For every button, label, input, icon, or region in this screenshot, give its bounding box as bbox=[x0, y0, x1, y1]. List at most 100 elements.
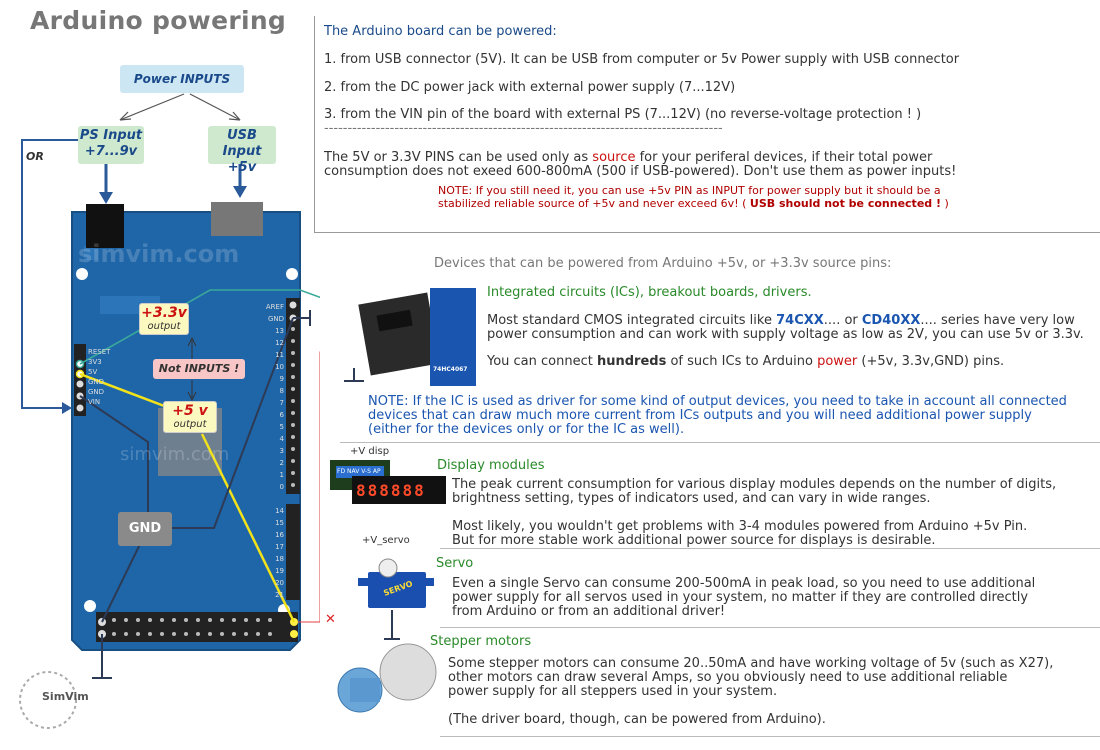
seven-seg-text: 888888 bbox=[356, 481, 426, 500]
mount-hole bbox=[84, 600, 96, 612]
right-pin-labels-2: 14 15 16 17 18 19 20 21 bbox=[264, 505, 284, 601]
stepper-p-2: other motors can draw several Amps, so y… bbox=[448, 670, 1008, 685]
watermark-2: simvim.com bbox=[120, 444, 230, 465]
mount-hole bbox=[76, 268, 88, 280]
pin-label: 11 bbox=[275, 351, 284, 359]
v5-sub: output bbox=[173, 419, 207, 430]
separator bbox=[340, 442, 1100, 443]
pin-label: 15 bbox=[275, 519, 284, 527]
info-note-1: NOTE: If you still need it, you can use … bbox=[438, 184, 941, 197]
logo-ring bbox=[19, 671, 77, 729]
pin-label: 1 bbox=[279, 471, 284, 479]
text: Most standard CMOS integrated circuits l… bbox=[487, 313, 777, 328]
ics-para-1: Most standard CMOS integrated circuits l… bbox=[487, 313, 1075, 328]
info-item-1: 1. from USB connector (5V). It can be US… bbox=[324, 52, 960, 67]
power-inputs-label: Power INPUTS bbox=[120, 65, 244, 93]
devices-heading: Devices that can be powered from Arduino… bbox=[434, 256, 892, 271]
disp-label: +V disp bbox=[350, 446, 390, 457]
pin-label: AREF bbox=[265, 303, 284, 311]
pin-label: 3V3 bbox=[88, 358, 102, 366]
ps-input-line2: +7...9v bbox=[84, 144, 138, 159]
stepper-title: Stepper motors bbox=[430, 634, 532, 649]
servo-p-2: power supply for all servos used in your… bbox=[452, 590, 1029, 605]
usb-input-line1: USB bbox=[227, 128, 257, 143]
pin-label: 5 bbox=[279, 423, 284, 431]
pin-label: 18 bbox=[275, 555, 284, 563]
info-item-2: 2. from the DC power jack with external … bbox=[324, 80, 736, 95]
ics-note-2: devices that can draw much more current … bbox=[368, 408, 1032, 423]
separator bbox=[440, 627, 1100, 628]
display-p1-1: The peak current consumption for various… bbox=[452, 477, 1057, 492]
text: .... series have very low bbox=[920, 313, 1075, 328]
pin-label: 17 bbox=[275, 543, 284, 551]
info-para: The 5V or 3.3V PINS can be used only as … bbox=[324, 150, 932, 165]
pin-label: RESET bbox=[88, 348, 111, 356]
display-p1-2: brightness setting, types of indicators … bbox=[452, 491, 931, 506]
note-text: stabilized reliable source of +5v and ne… bbox=[438, 197, 750, 210]
stepper-p-3: power supply for all steppers used in yo… bbox=[448, 684, 778, 699]
text: .... or bbox=[823, 313, 862, 328]
stepper-p2: (The driver board, though, can be powere… bbox=[448, 712, 826, 727]
stepper-image bbox=[337, 643, 437, 713]
info-heading: The Arduino board can be powered: bbox=[324, 24, 557, 39]
pin-label: 9 bbox=[279, 375, 284, 383]
separator bbox=[440, 548, 1100, 549]
para-source: source bbox=[592, 150, 636, 165]
servo-image bbox=[358, 558, 434, 640]
para-text: The 5V or 3.3V PINS can be used only as bbox=[324, 150, 593, 165]
usb-input-line2: Input +5v bbox=[222, 144, 262, 175]
pin-label: 19 bbox=[275, 567, 284, 575]
text: You can connect bbox=[487, 354, 597, 369]
display-title: Display modules bbox=[437, 458, 545, 473]
pin-label: 2 bbox=[279, 459, 284, 467]
ics-note-1: NOTE: If the IC is used as driver for so… bbox=[368, 394, 1067, 409]
para-text: for your periferal devices, if their tot… bbox=[635, 150, 933, 165]
servo-p-1: Even a single Servo can consume 200-500m… bbox=[452, 576, 1036, 591]
v33-sub: output bbox=[147, 321, 181, 332]
ics-title: Integrated circuits (ICs), breakout boar… bbox=[487, 285, 812, 300]
page-title: Arduino powering bbox=[30, 6, 287, 35]
display-p2-2: But for more stable work additional powe… bbox=[452, 533, 936, 548]
simvim-logo: SimVim bbox=[42, 690, 89, 703]
right-pin-labels: AREF GND 13 12 11 10 9 8 7 6 5 4 3 2 1 0 bbox=[264, 301, 284, 493]
usb-input-label: USB Input +5v bbox=[208, 126, 276, 175]
info-note-2: stabilized reliable source of +5v and ne… bbox=[438, 197, 949, 211]
chip-label: 74HC4067 bbox=[433, 366, 468, 373]
pin-label: 3 bbox=[279, 447, 284, 455]
v5-value: +5 v bbox=[172, 403, 208, 419]
not-inputs-label: Not INPUTS ! bbox=[153, 359, 245, 379]
text: of such ICs to Arduino bbox=[666, 354, 818, 369]
pin-label: 16 bbox=[275, 531, 284, 539]
ic-board-image bbox=[344, 288, 476, 386]
ps-input-line1: PS Input bbox=[79, 128, 143, 143]
ics-para-1b: power consumption and can work with supp… bbox=[487, 327, 1084, 342]
mount-hole bbox=[286, 268, 298, 280]
pin-label: 4 bbox=[279, 435, 284, 443]
text-power: power bbox=[817, 354, 858, 369]
pin-label: 20 bbox=[275, 579, 284, 587]
info-divider: ----------------------------------------… bbox=[324, 121, 723, 136]
pin-label: 7 bbox=[279, 399, 284, 407]
usb-connector bbox=[211, 202, 263, 236]
pin-label: 13 bbox=[275, 327, 284, 335]
disconnect-x-icon: ✕ bbox=[325, 612, 336, 627]
gnd-label: GND bbox=[118, 512, 172, 546]
pin-label: GND bbox=[88, 388, 105, 396]
v5-output-label: +5 v output bbox=[163, 401, 217, 433]
pin-label: 12 bbox=[275, 339, 284, 347]
v33-output-label: +3.3v output bbox=[139, 303, 189, 335]
pin-label: 6 bbox=[279, 411, 284, 419]
dc-jack bbox=[86, 204, 124, 248]
pin-label: 21 bbox=[275, 591, 284, 599]
note-bold: USB should not be connected ! bbox=[749, 197, 941, 210]
pin-label: VIN bbox=[88, 398, 101, 406]
text: (+5v, 3.3v,GND) pins. bbox=[857, 354, 1005, 369]
lcd-text: FD NAV V-S AP bbox=[337, 468, 381, 475]
pin-label: 0 bbox=[279, 483, 284, 491]
pin-label: 10 bbox=[275, 363, 284, 371]
ps-input-label: PS Input +7...9v bbox=[78, 126, 144, 164]
watermark: simvim.com bbox=[78, 240, 240, 268]
v33-value: +3.3v bbox=[141, 305, 187, 321]
display-p2-1: Most likely, you wouldn't get problems w… bbox=[452, 519, 1028, 534]
ic-series-cd40xx: CD40XX bbox=[861, 313, 921, 328]
